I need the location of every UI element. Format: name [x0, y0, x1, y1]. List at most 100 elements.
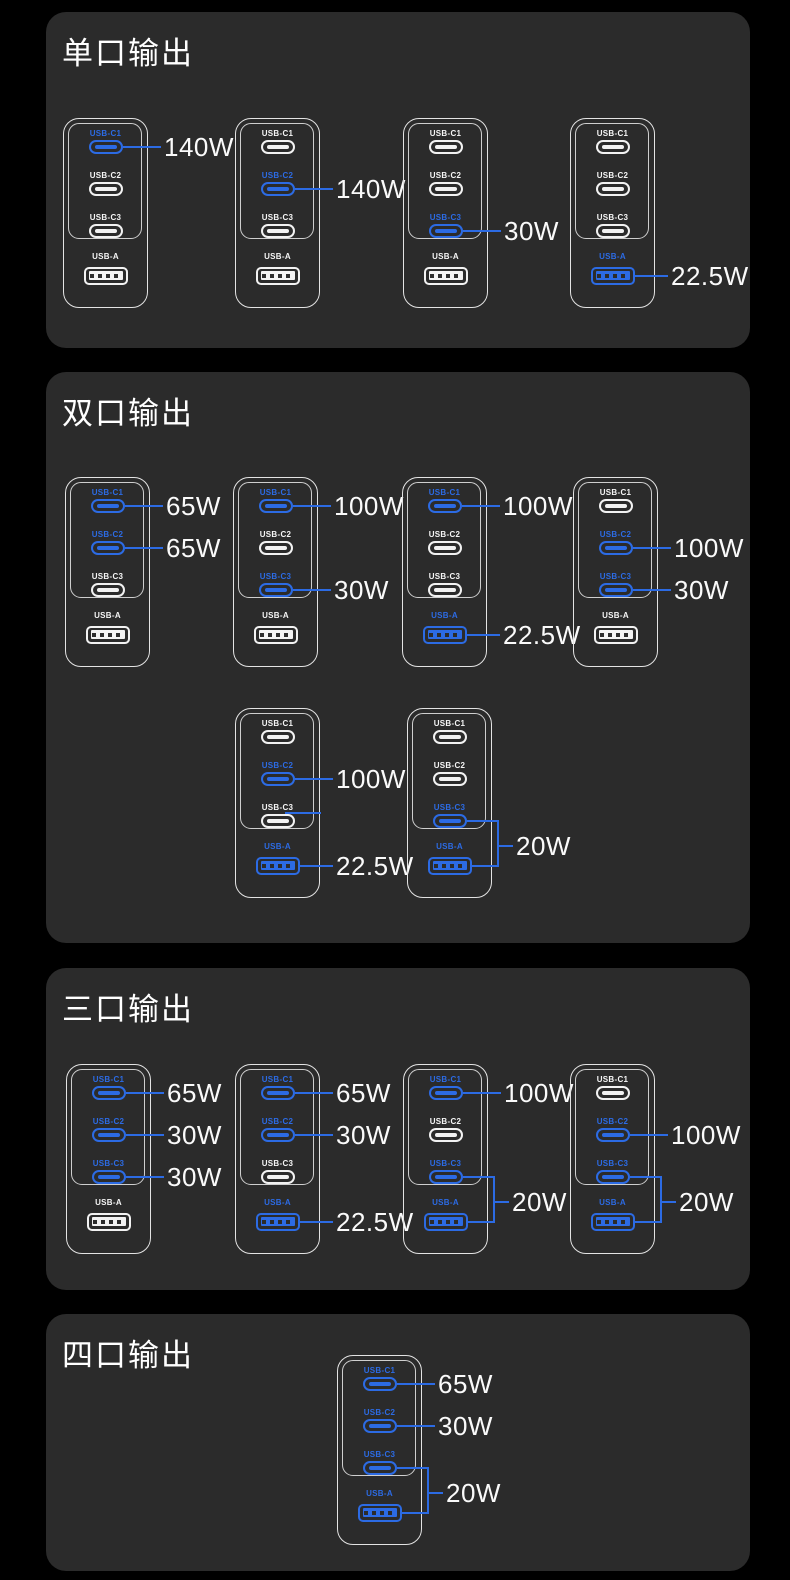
usb-a-pin-notch — [260, 633, 264, 637]
section-title: 单口输出 — [62, 36, 194, 71]
usb-a-port — [594, 626, 638, 644]
usb-c-port-box — [240, 713, 314, 829]
usb-a-port — [84, 267, 128, 285]
usb-c3-port — [428, 583, 462, 597]
usb-c3-port — [433, 814, 467, 828]
watt-label: 65W — [166, 533, 221, 563]
usb-c2-port — [429, 1128, 463, 1142]
usb-a-pin-notch — [434, 864, 438, 868]
port-label-c1: USB-C1 — [92, 1075, 125, 1084]
usb-c-pin — [267, 777, 289, 781]
usb-c-pin — [369, 1466, 391, 1470]
usb-c-pin — [267, 819, 289, 823]
usb-c-pin — [369, 1424, 391, 1428]
usb-c-pin — [605, 546, 627, 550]
leader-line — [295, 188, 333, 190]
usb-c-port-box — [71, 1069, 145, 1185]
usb-c-pin — [602, 1175, 624, 1179]
usb-c-pin — [97, 546, 119, 550]
watt-label: 30W — [167, 1162, 222, 1192]
watt-label: 65W — [336, 1078, 391, 1108]
usb-a-pin-notch — [445, 633, 449, 637]
usb-c1-port — [428, 499, 462, 513]
leader-line — [630, 1134, 668, 1136]
usb-a-port — [254, 626, 298, 644]
usb-a-port — [256, 857, 300, 875]
usb-a-port — [424, 267, 468, 285]
port-label-c3: USB-C3 — [429, 1159, 462, 1168]
leader-line — [126, 1134, 164, 1136]
usb-c2-port — [261, 772, 295, 786]
leader-line — [467, 634, 500, 636]
port-label-c1: USB-C1 — [596, 1075, 629, 1084]
usb-c-port-box — [408, 123, 482, 239]
port-label-c1: USB-C1 — [261, 129, 294, 138]
bracket-line — [660, 1201, 676, 1203]
watt-label: 30W — [504, 216, 559, 246]
usb-a-pin-notch — [438, 1220, 442, 1224]
port-label-c1: USB-C1 — [429, 129, 462, 138]
watt-label: 65W — [167, 1078, 222, 1108]
leader-line — [633, 589, 671, 591]
usb-c1-port — [429, 1086, 463, 1100]
bracket-line — [630, 1176, 662, 1178]
port-label-c2: USB-C2 — [91, 530, 124, 539]
port-label-c2: USB-C2 — [261, 171, 294, 180]
usb-c-pin — [265, 588, 287, 592]
port-label-c3: USB-C3 — [428, 572, 461, 581]
port-label-c2: USB-C2 — [92, 1117, 125, 1126]
usb-a-pin-notch — [93, 1220, 97, 1224]
usb-a-pin-notch — [286, 274, 290, 278]
usb-a-pin-notch — [442, 864, 446, 868]
leader-line — [397, 1425, 435, 1427]
usb-a-pin-notch — [446, 274, 450, 278]
usb-a-pin-notch — [108, 633, 112, 637]
leader-line — [126, 1176, 164, 1178]
leader-line — [295, 778, 333, 780]
usb-c-pin — [605, 588, 627, 592]
usb-a-pin-notch — [109, 1220, 113, 1224]
usb-c-pin — [97, 588, 119, 592]
port-label-c1: USB-C1 — [91, 488, 124, 497]
usb-a-pin-notch — [605, 1220, 609, 1224]
usb-c-port-box — [407, 482, 481, 598]
usb-c1-port — [433, 730, 467, 744]
usb-c-port-box — [240, 1069, 314, 1185]
usb-c-pin — [435, 187, 457, 191]
usb-c1-port — [363, 1377, 397, 1391]
port-label-c1: USB-C1 — [429, 1075, 462, 1084]
usb-a-pin-notch — [276, 633, 280, 637]
usb-a-port — [86, 626, 130, 644]
usb-c-pin — [267, 145, 289, 149]
port-label-c1: USB-C1 — [261, 1075, 294, 1084]
usb-c-pin — [605, 504, 627, 508]
usb-c2-port — [261, 1128, 295, 1142]
usb-c-port-box — [578, 482, 652, 598]
usb-c-pin — [435, 1175, 457, 1179]
usb-a-pin-notch — [450, 864, 454, 868]
usb-c-pin — [435, 145, 457, 149]
usb-c1-port — [261, 140, 295, 154]
port-label-a: USB-A — [94, 611, 121, 620]
usb-c-port-box — [238, 482, 312, 598]
leader-line — [125, 505, 163, 507]
usb-a-pin-notch — [372, 1511, 376, 1515]
usb-c2-port — [433, 772, 467, 786]
usb-c-pin — [267, 1133, 289, 1137]
usb-c3-port — [261, 1170, 295, 1184]
port-label-a: USB-A — [431, 611, 458, 620]
usb-a-pin-notch — [278, 274, 282, 278]
usb-a-pin-notch — [270, 864, 274, 868]
port-label-c3: USB-C3 — [429, 213, 462, 222]
leader-line — [463, 1092, 501, 1094]
usb-a-port — [358, 1504, 402, 1522]
port-label-a: USB-A — [432, 1198, 459, 1207]
watt-label: 20W — [446, 1478, 501, 1508]
usb-a-pin-notch — [454, 1220, 458, 1224]
usb-c-pin — [435, 1133, 457, 1137]
usb-c-pin — [95, 187, 117, 191]
